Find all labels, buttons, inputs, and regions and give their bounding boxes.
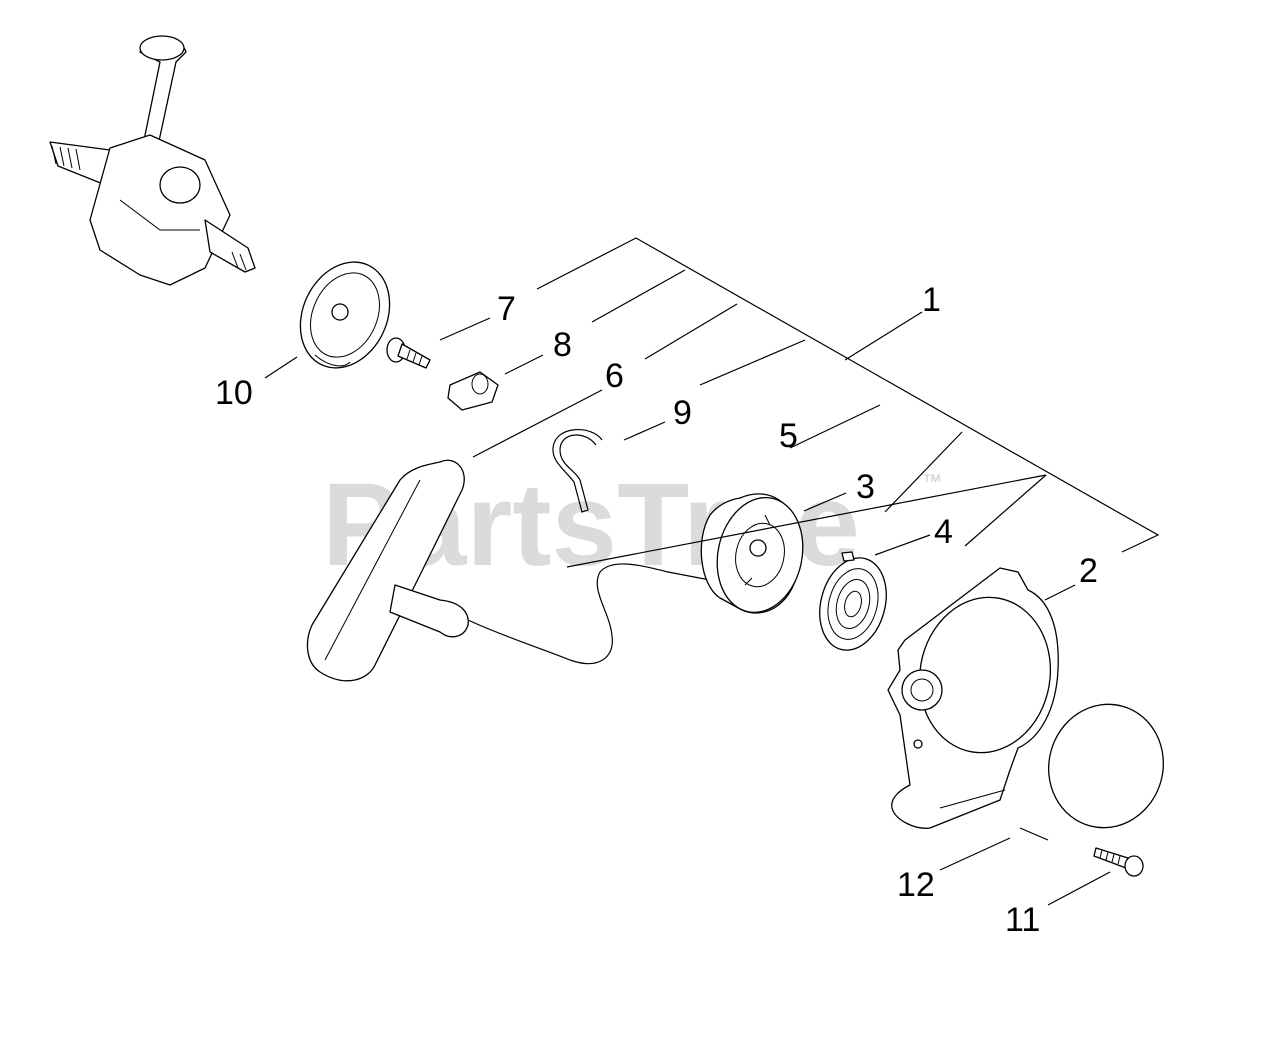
callout-12: 12: [897, 866, 935, 904]
callout-2: 2: [1079, 552, 1098, 590]
pawl-spring-illustration: [552, 428, 603, 513]
callout-10: 10: [215, 374, 253, 412]
starter-rope-illustration: [467, 563, 711, 665]
cover-seal-illustration: [1048, 703, 1164, 829]
callout-1: 1: [922, 281, 941, 319]
callout-5: 5: [779, 417, 798, 455]
callout-11: 11: [1005, 901, 1040, 939]
callout-4: 4: [934, 513, 953, 551]
callout-3: 3: [856, 468, 875, 506]
pawl-bushing-illustration: [447, 371, 499, 411]
starter-case-illustration: [887, 567, 1059, 829]
starter-pulley-plate-illustration: [299, 261, 391, 369]
crankshaft-illustration: [49, 35, 256, 286]
leader-lines: [264, 317, 1111, 906]
reel-illustration: [700, 493, 804, 614]
assembly-bracket: [536, 237, 1160, 568]
starter-handle-illustration: [306, 459, 469, 682]
callout-7: 7: [497, 290, 516, 328]
callout-6: 6: [605, 357, 624, 395]
watermark-trademark: ™: [922, 471, 942, 493]
recoil-spring-illustration: [819, 551, 887, 651]
callout-9: 9: [673, 394, 692, 432]
callout-8: 8: [553, 326, 572, 364]
bolt-illustration: [386, 337, 431, 369]
screw-illustration: [1093, 847, 1144, 877]
